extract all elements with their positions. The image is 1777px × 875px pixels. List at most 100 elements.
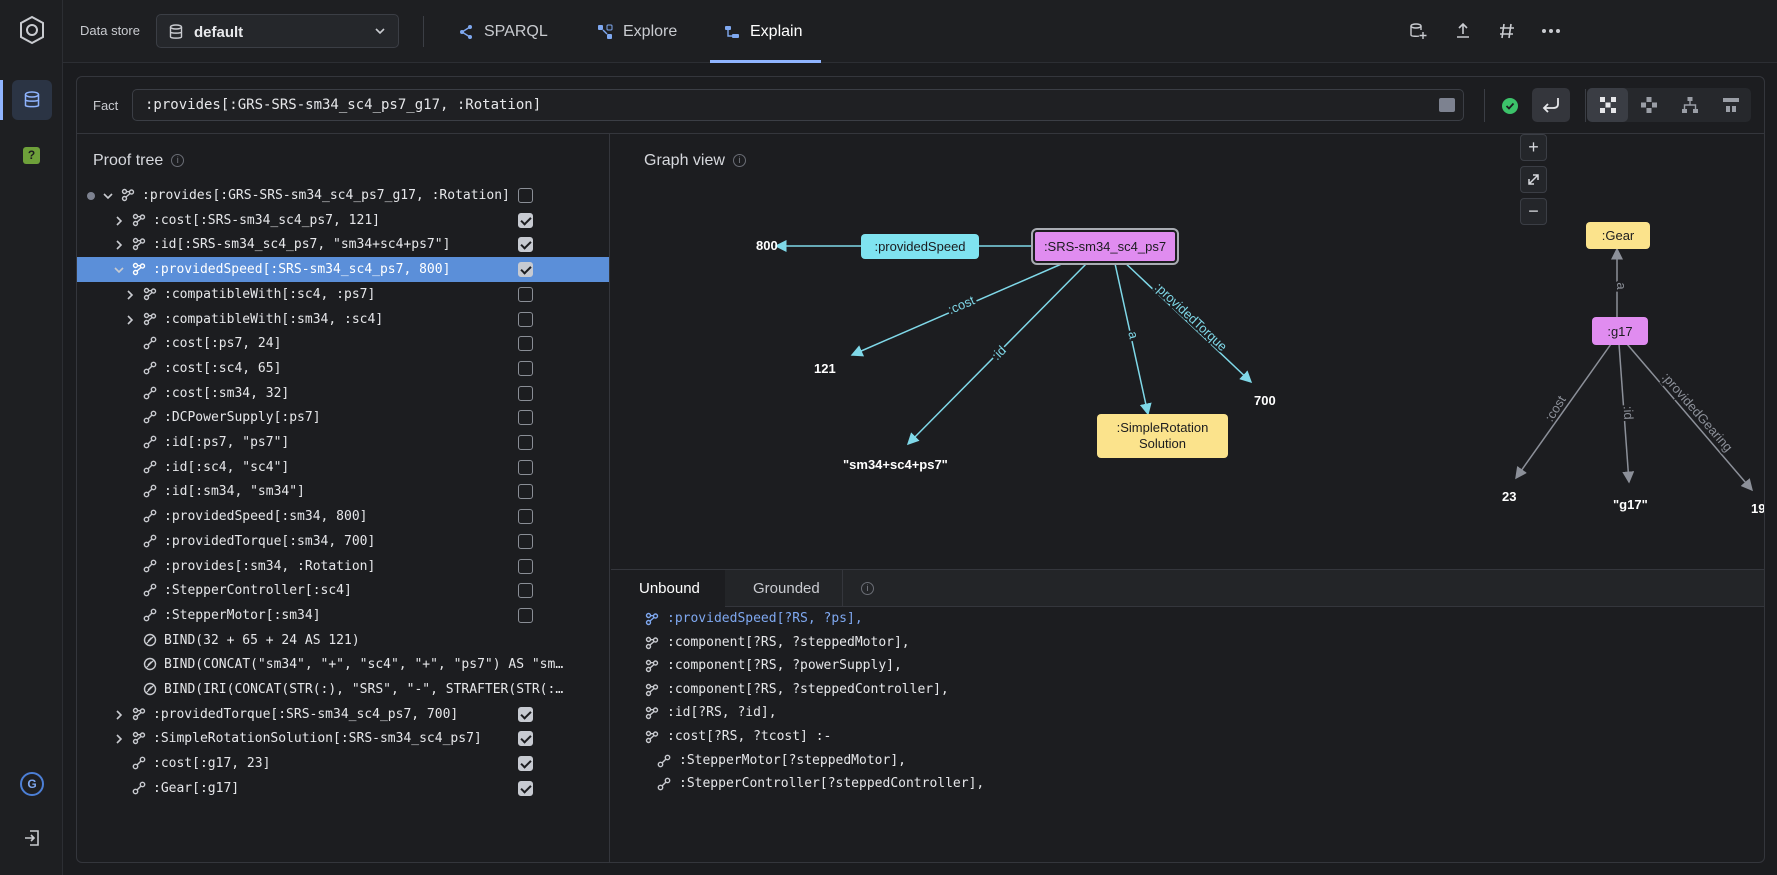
row-checkbox[interactable] — [518, 706, 533, 722]
proof-tree-row[interactable]: BIND(CONCAT("sm34", "+", "sc4", "+", "ps… — [77, 652, 609, 677]
account-icon[interactable]: G — [20, 772, 44, 796]
info-icon[interactable]: i — [861, 582, 874, 595]
logout-icon[interactable] — [22, 828, 42, 848]
tab-unbound[interactable]: Unbound — [611, 570, 725, 607]
proof-tree-row[interactable]: :id[:sc4, "sc4"] — [77, 455, 609, 480]
node-provided-speed[interactable]: :providedSpeed — [861, 234, 979, 259]
proof-tree-row[interactable]: :StepperController[:sc4] — [77, 578, 609, 603]
row-checkbox[interactable] — [518, 558, 533, 574]
row-checkbox[interactable] — [518, 583, 533, 599]
row-checkbox[interactable] — [518, 756, 533, 772]
layout-hierarchy-button[interactable] — [1710, 88, 1751, 122]
literal-cost: 121 — [814, 361, 836, 376]
row-checkbox[interactable] — [518, 286, 533, 302]
tab-grounded[interactable]: Grounded — [725, 570, 843, 607]
proof-tree-row[interactable]: :cost[:sc4, 65] — [77, 356, 609, 381]
row-checkbox[interactable] — [518, 435, 533, 450]
layout-cross-button[interactable] — [1628, 88, 1669, 122]
proof-tree-row[interactable]: :providedTorque[:SRS-sm34_sc4_ps7, 700] — [77, 702, 609, 727]
proof-tree-row-label: :providedTorque[:SRS-sm34_sc4_ps7, 700] — [153, 706, 459, 722]
row-checkbox[interactable] — [518, 410, 533, 426]
proof-tree-row[interactable]: :cost[:sm34, 32] — [77, 381, 609, 406]
chevron-right-icon[interactable] — [124, 289, 136, 301]
row-checkbox[interactable] — [518, 385, 533, 401]
row-checkbox[interactable] — [518, 237, 533, 253]
node-gear[interactable]: :Gear — [1586, 222, 1650, 249]
node-g17[interactable]: :g17 — [1592, 317, 1648, 345]
new-query-icon[interactable] — [1408, 21, 1428, 41]
proof-tree-row-label: :DCPowerSupply[:ps7] — [164, 410, 321, 426]
edge-label-cost: :cost — [946, 292, 977, 317]
row-checkbox[interactable] — [518, 459, 533, 475]
fit-view-button[interactable] — [1520, 166, 1547, 193]
proof-tree-row-label: :cost[:SRS-sm34_sc4_ps7, 121] — [153, 212, 380, 228]
chevron-right-icon[interactable] — [113, 733, 125, 745]
proof-tree-row[interactable]: :cost[:ps7, 24] — [77, 331, 609, 356]
return-button[interactable] — [1532, 88, 1570, 122]
submit-icon[interactable] — [1439, 98, 1455, 112]
proof-tree-row-label: :cost[:sc4, 65] — [164, 360, 282, 376]
row-checkbox[interactable] — [518, 336, 533, 352]
tab-explain[interactable]: Explain — [710, 0, 821, 63]
proof-tree-row[interactable]: BIND(IRI(CONCAT(STR(:), "SRS", "-", STRA… — [77, 677, 609, 702]
fact-icon — [143, 410, 157, 424]
chevron-right-icon[interactable] — [113, 215, 125, 227]
row-checkbox[interactable] — [518, 533, 533, 549]
info-icon[interactable]: i — [171, 154, 185, 168]
proof-tree-row[interactable]: BIND(32 + 65 + 24 AS 121) — [77, 628, 609, 653]
row-checkbox[interactable] — [518, 188, 533, 203]
row-checkbox[interactable] — [518, 360, 533, 376]
row-checkbox[interactable] — [518, 509, 533, 525]
force-layout-icon — [1599, 97, 1616, 113]
chevron-right-icon[interactable] — [113, 709, 125, 721]
app-logo-icon[interactable] — [16, 14, 48, 46]
layout-tree-button[interactable] — [1669, 88, 1710, 122]
proof-tree-row[interactable]: :id[:sm34, "sm34"] — [77, 479, 609, 504]
proof-tree-row[interactable]: :provides[:sm34, :Rotation] — [77, 554, 609, 579]
node-srs[interactable]: :SRS-sm34_sc4_ps7 — [1033, 230, 1177, 263]
row-checkbox[interactable] — [518, 484, 533, 500]
zoom-in-button[interactable]: + — [1520, 134, 1547, 161]
proof-tree-row[interactable]: :providedTorque[:sm34, 700] — [77, 529, 609, 554]
proof-tree-row[interactable]: :cost[:g17, 23] — [77, 751, 609, 776]
chevron-down-icon[interactable] — [113, 264, 125, 276]
row-checkbox[interactable] — [518, 780, 533, 796]
tab-explore[interactable]: Explore — [597, 0, 677, 63]
row-checkbox[interactable] — [518, 311, 533, 327]
proof-tree-row[interactable]: :provides[:GRS-SRS-sm34_sc4_ps7_g17, :Ro… — [77, 183, 609, 208]
proof-tree-row[interactable]: :Gear[:g17] — [77, 776, 609, 801]
tab-sparql[interactable]: SPARQL — [458, 0, 548, 63]
row-checkbox[interactable] — [518, 212, 533, 228]
row-checkbox[interactable] — [518, 607, 533, 623]
row-checkbox[interactable] — [518, 731, 533, 747]
proof-tree-row[interactable]: :cost[:SRS-sm34_sc4_ps7, 121] — [77, 208, 609, 233]
chevron-down-icon[interactable] — [102, 190, 114, 202]
chevron-right-icon[interactable] — [124, 314, 136, 326]
more-icon[interactable] — [1541, 21, 1561, 41]
proof-tree-row[interactable]: :id[:SRS-sm34_sc4_ps7, "sm34+sc4+ps7"] — [77, 232, 609, 257]
help-icon[interactable]: ? — [23, 147, 40, 164]
datastore-select[interactable]: default — [156, 14, 399, 48]
proof-tree-row[interactable]: :compatibleWith[:sm34, :sc4] — [77, 307, 609, 332]
zoom-out-button[interactable]: − — [1520, 198, 1547, 225]
info-icon[interactable]: i — [732, 154, 746, 168]
rule-line: :component[?RS, ?steppedController], — [645, 682, 949, 697]
explore-icon — [598, 24, 613, 39]
chevron-right-icon[interactable] — [113, 239, 125, 251]
tab-label: SPARQL — [484, 22, 548, 40]
node-simple-rotation-solution[interactable]: :SimpleRotation Solution — [1097, 414, 1228, 458]
proof-tree-row[interactable]: :SimpleRotationSolution[:SRS-sm34_sc4_ps… — [77, 726, 609, 751]
row-checkbox[interactable] — [518, 262, 533, 278]
proof-tree-row[interactable]: :id[:ps7, "ps7"] — [77, 430, 609, 455]
proof-tree-row[interactable]: :compatibleWith[:sc4, :ps7] — [77, 282, 609, 307]
hash-icon[interactable] — [1497, 21, 1517, 41]
layout-force-button[interactable] — [1587, 88, 1628, 122]
fact-input[interactable]: :provides[:GRS-SRS-sm34_sc4_ps7_g17, :Ro… — [132, 89, 1464, 121]
proof-tree-row[interactable]: :providedSpeed[:sm34, 800] — [77, 504, 609, 529]
datastore-nav-button[interactable] — [12, 80, 52, 120]
proof-tree-row[interactable]: :DCPowerSupply[:ps7] — [77, 405, 609, 430]
proof-tree-row[interactable]: :StepperMotor[:sm34] — [77, 603, 609, 628]
proof-tree-row-label: :id[:ps7, "ps7"] — [164, 435, 290, 450]
upload-icon[interactable] — [1453, 21, 1473, 41]
proof-tree-row[interactable]: :providedSpeed[:SRS-sm34_sc4_ps7, 800] — [77, 257, 609, 283]
